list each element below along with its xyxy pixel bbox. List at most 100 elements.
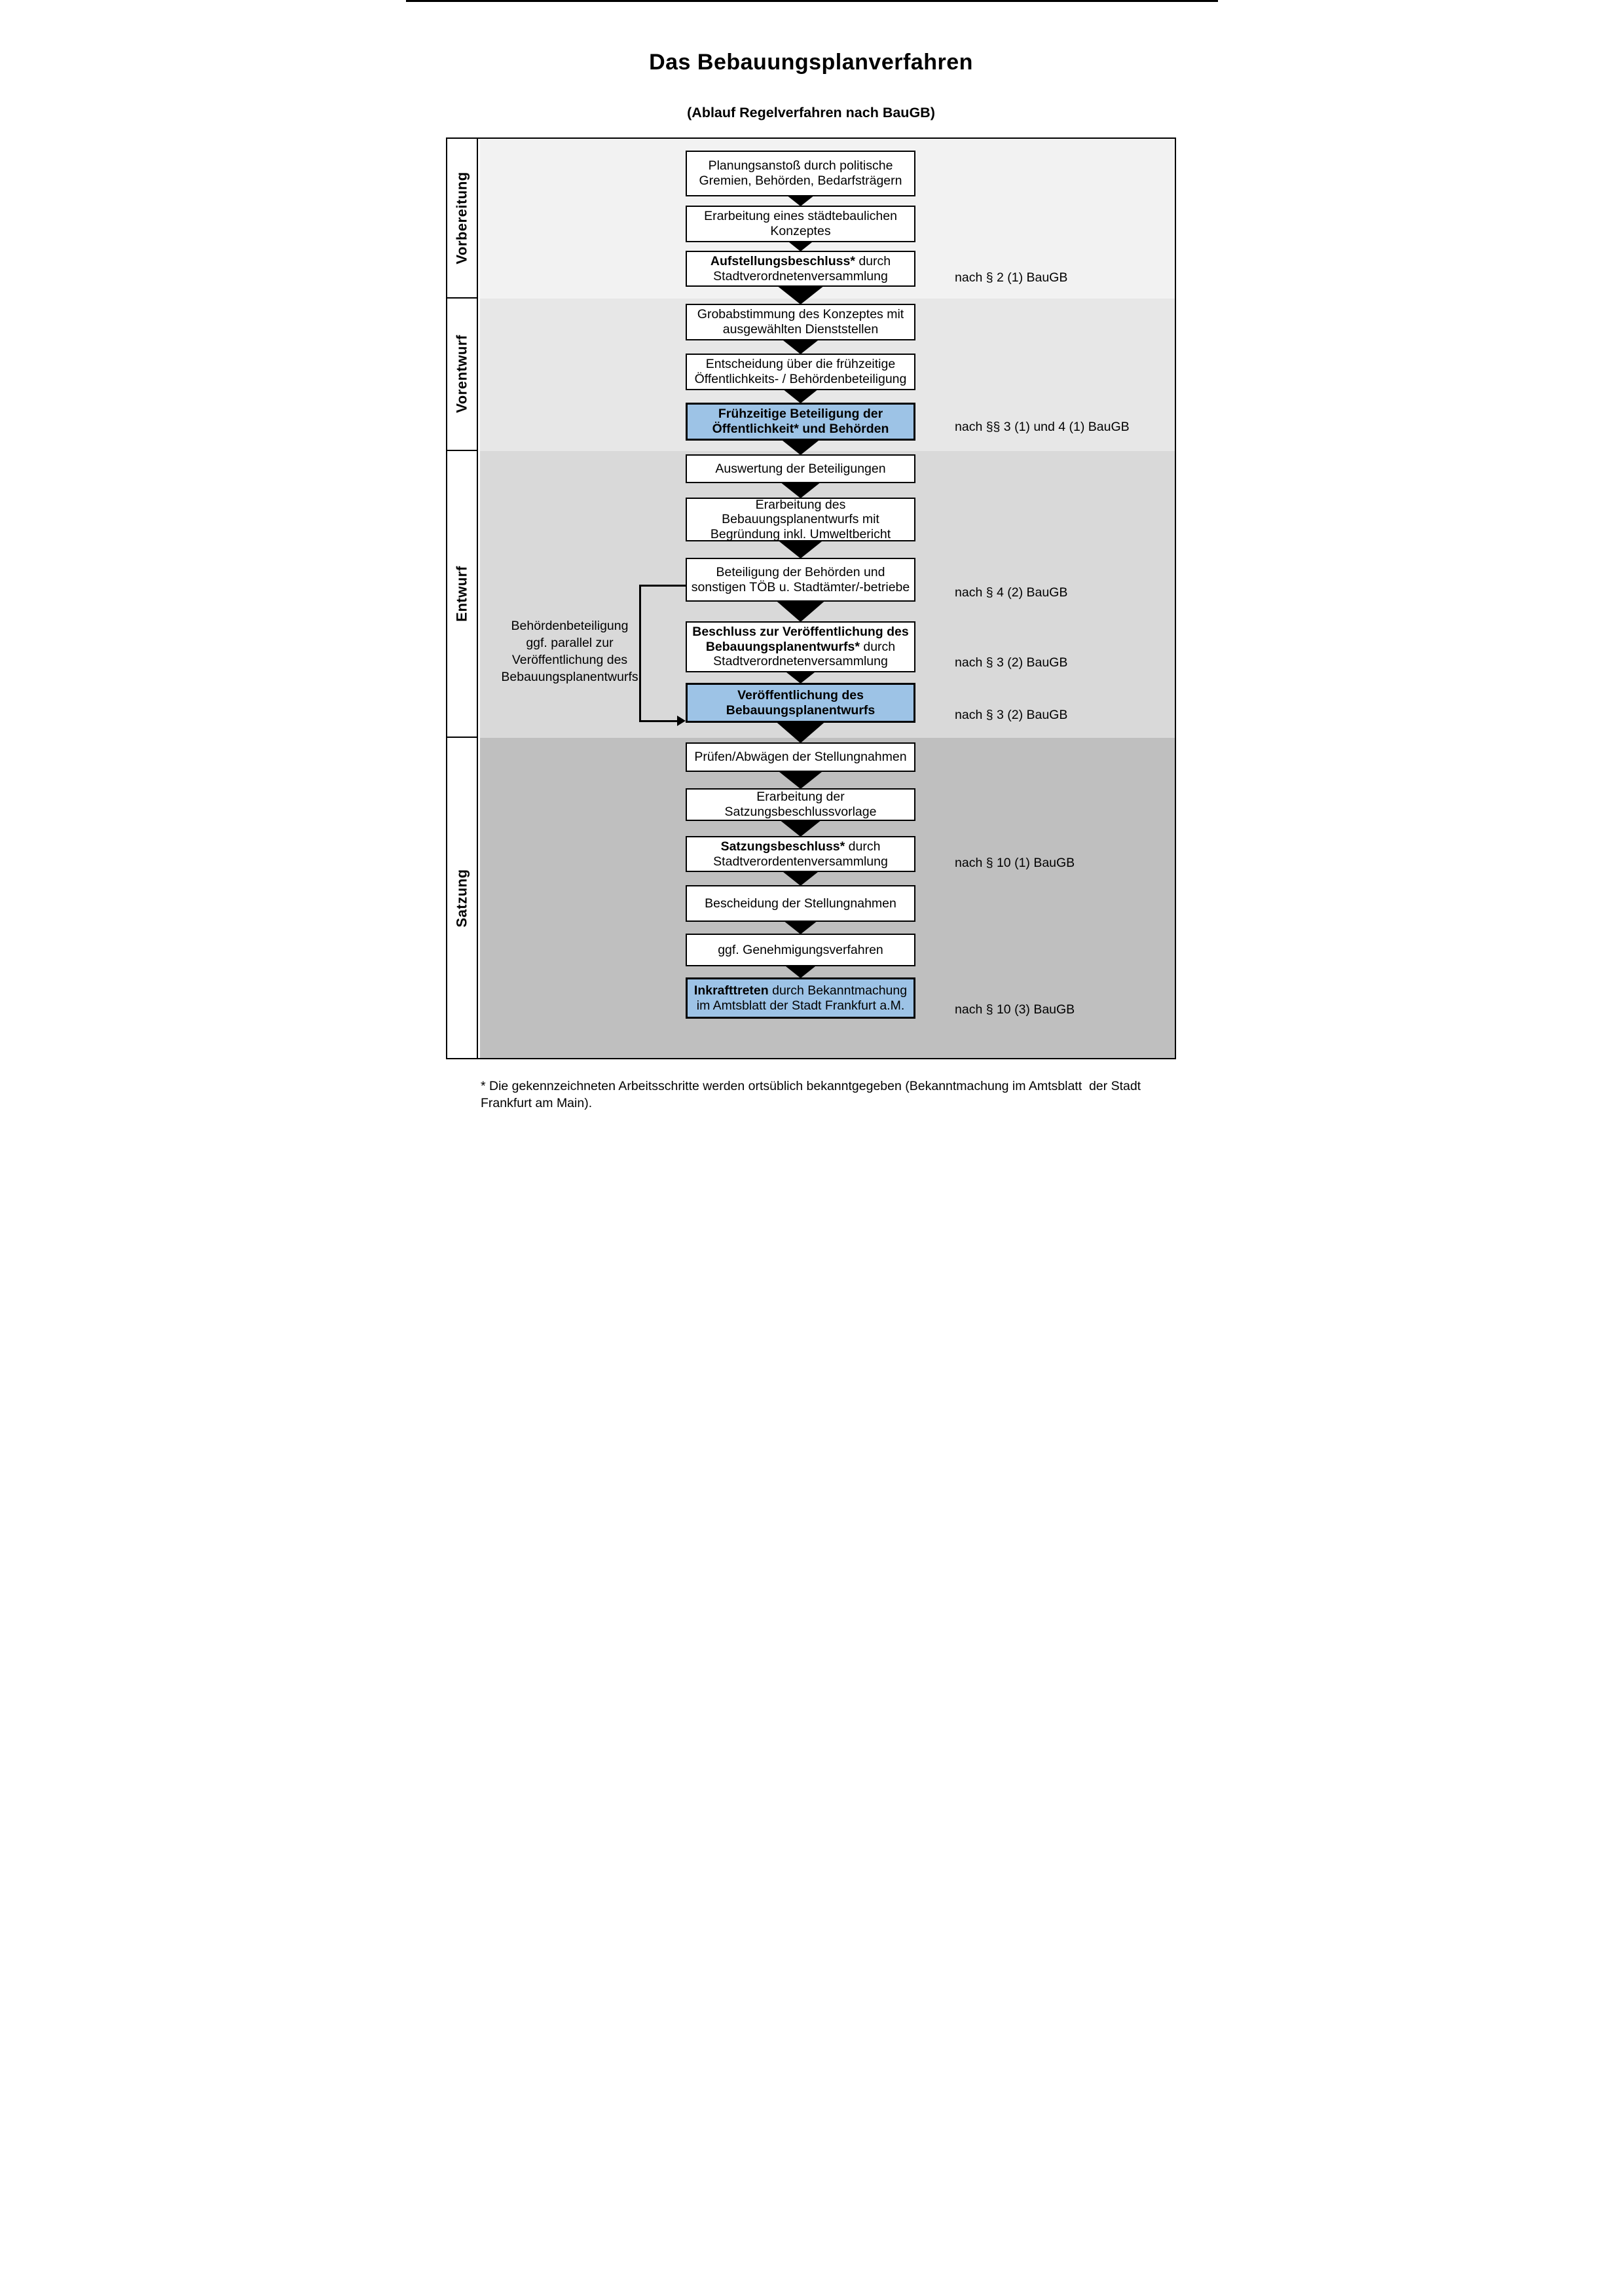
flow-step-text-bold: Öffentlichkeit* und Behörden (712, 422, 889, 436)
flow-step-text: Erarbeitung eines städtebaulichen (704, 209, 897, 224)
flow-step-text: Beteiligung der Behörden und (716, 564, 885, 579)
flow-step-text-bold: Inkrafttreten (693, 983, 769, 998)
flow-step-text-line: Öffentlichkeit* und Behörden (712, 422, 889, 437)
flow-step-text-line: Öffentlichkeits- / Behördenbeteiligung (695, 372, 907, 387)
phase-cell-satzung: Satzung (447, 738, 478, 1058)
parallel-note-line: Bebauungsplanentwurfs (501, 669, 638, 684)
legal-reference-inkrafttreten: nach § 10 (3) BauGB (955, 1002, 1075, 1017)
flow-step-text: im Amtsblatt der Stadt Frankfurt a.M. (696, 998, 905, 1013)
parallel-note-line: Veröffentlichung des (511, 652, 628, 667)
flow-step-text-line: Aufstellungsbeschluss* durch (710, 254, 891, 269)
flow-step-text-line: Bebauungsplanentwurfs* durch (706, 640, 895, 655)
legal-reference-fruehzeitige-beteiligung: nach §§ 3 (1) und 4 (1) BauGB (955, 420, 1130, 434)
footnote-line2: Frankfurt am Main). (481, 1096, 593, 1111)
flow-step-text-line: Erarbeitung der (756, 790, 844, 805)
flow-step-text: Entscheidung über die frühzeitige (705, 357, 896, 372)
flow-step-text-line: sonstigen TÖB u. Stadtämter/-betriebe (692, 580, 910, 595)
phase-label-entwurf: Entwurf (453, 566, 470, 622)
flow-step-text-line: Bebauungsplanentwurfs mit (722, 512, 879, 527)
flow-step-text: Satzungsbeschlussvorlage (724, 805, 877, 819)
flow-step-text-line: Auswertung der Beteiligungen (715, 462, 885, 477)
legal-reference-veroeffentlichung-entwurf: nach § 3 (2) BauGB (955, 708, 1068, 722)
flow-step-text: Gremien, Behörden, Bedarfsträgern (699, 173, 902, 188)
flow-step-text-line: Erarbeitung des (756, 498, 846, 513)
flow-step-text-line: Planungsanstoß durch politische (709, 158, 893, 173)
flow-step-text-line: ggf. Genehmigungsverfahren (718, 943, 883, 958)
flow-step-text-bold: Frühzeitige Beteiligung der (718, 407, 883, 422)
flow-step-text-line: Inkrafttreten durch Bekanntmachung (694, 983, 907, 998)
flow-step-genehmigungsverfahren: ggf. Genehmigungsverfahren (686, 934, 915, 966)
flow-step-text-bold: Veröffentlichung des (737, 687, 864, 702)
phase-cell-vorentwurf: Vorentwurf (447, 298, 478, 451)
flow-step-text-bold: Aufstellungsbeschluss* (710, 253, 855, 268)
flow-step-text: durch (845, 839, 881, 854)
legal-reference-beteiligung-toeb: nach § 4 (2) BauGB (955, 585, 1068, 600)
flow-step-text: Stadtverordnetenversammlung (713, 268, 888, 283)
page-subtitle: (Ablauf Regelverfahren nach BauGB) (687, 105, 935, 120)
phase-label-vorentwurf: Vorentwurf (453, 335, 470, 413)
flow-step-text-line: Bebauungsplanentwurfs (726, 703, 876, 718)
parallel-note-line: Behördenbeteiligung (511, 619, 629, 633)
flow-step-text-bold: Beschluss zur Veröffentlichung des (692, 625, 909, 640)
phase-cell-entwurf: Entwurf (447, 450, 478, 738)
flow-step-text: durch (859, 639, 896, 654)
flow-step-text-line: Veröffentlichung des (737, 688, 864, 703)
phase-label-vorbereitung: Vorbereitung (453, 172, 470, 264)
legal-reference-beschluss-veroeffentlichung: nach § 3 (2) BauGB (955, 655, 1068, 670)
flow-step-text-line: Prüfen/Abwägen der Stellungnahmen (694, 750, 906, 765)
footnote-line1: * Die gekennzeichneten Arbeitsschritte w… (481, 1079, 1141, 1093)
flow-step-text-line: Stadtverordentenversammlung (713, 854, 888, 869)
flow-step-text-line: Begründung inkl. Umweltbericht (710, 527, 891, 542)
parallel-note-line: ggf. parallel zur (526, 635, 614, 650)
flow-step-text-line: Stadtverordnetenversammlung (713, 654, 888, 669)
flow-step-text-line: Gremien, Behörden, Bedarfsträgern (699, 173, 902, 189)
flow-step-text: Bebauungsplanentwurfs mit (722, 512, 879, 527)
flow-step-text-bold: Satzungsbeschluss* (720, 839, 845, 854)
parallel-note: Behördenbeteiligung ggf. parallel zur Ve… (471, 618, 668, 686)
flow-step-text: sonstigen TÖB u. Stadtämter/-betriebe (691, 579, 910, 594)
footnote: * Die gekennzeichneten Arbeitsschritte w… (481, 1078, 1153, 1112)
flow-step-text: ausgewählten Dienststellen (722, 322, 879, 337)
page-border-top (406, 0, 1218, 2)
flow-step-text: ggf. Genehmigungsverfahren (718, 942, 883, 957)
flow-step-text-line: Frühzeitige Beteiligung der (718, 407, 883, 422)
flow-step-text-line: Beschluss zur Veröffentlichung des (692, 625, 909, 640)
flow-step-text: durch (855, 253, 891, 268)
phase-label-satzung: Satzung (453, 868, 470, 928)
flow-step-text-line: im Amtsblatt der Stadt Frankfurt a.M. (697, 998, 905, 1013)
flow-step-text-line: Satzungsbeschlussvorlage (725, 805, 877, 820)
flow-step-text: Auswertung der Beteiligungen (715, 461, 886, 476)
flow-step-text-line: Bescheidung der Stellungnahmen (705, 896, 896, 911)
flow-step-text-line: Beteiligung der Behörden und (716, 565, 885, 580)
flow-step-pruefen-abwaegen: Prüfen/Abwägen der Stellungnahmen (686, 742, 915, 772)
legal-reference-satzungsbeschluss: nach § 10 (1) BauGB (955, 856, 1075, 870)
flow-step-text: durch Bekanntmachung (768, 983, 908, 998)
document-page: Das Bebauungsplanverfahren (Ablauf Regel… (406, 0, 1218, 1148)
flow-step-text: Stadtverordnetenversammlung (713, 654, 888, 669)
flow-step-text-line: Grobabstimmung des Konzeptes mit (697, 307, 904, 322)
flow-step-text: Konzeptes (770, 224, 831, 238)
page-title: Das Bebauungsplanverfahren (649, 50, 973, 75)
parallel-connector-vertical-line (639, 585, 641, 721)
parallel-connector-top-line (639, 585, 686, 587)
flow-step-text-line: ausgewählten Dienststellen (723, 322, 878, 337)
flow-step-text: Grobabstimmung des Konzeptes mit (697, 307, 904, 322)
flow-step-auswertung-beteiligungen: Auswertung der Beteiligungen (686, 454, 915, 483)
flow-step-text: Erarbeitung der (756, 790, 845, 805)
flow-step-text: Begründung inkl. Umweltbericht (710, 526, 891, 541)
flow-step-text-line: Entscheidung über die frühzeitige (706, 357, 895, 372)
flow-step-text-bold: Bebauungsplanentwurfs (726, 702, 876, 718)
flow-step-text: Erarbeitung des (755, 497, 846, 512)
flow-step-text: Planungsanstoß durch politische (708, 158, 893, 173)
